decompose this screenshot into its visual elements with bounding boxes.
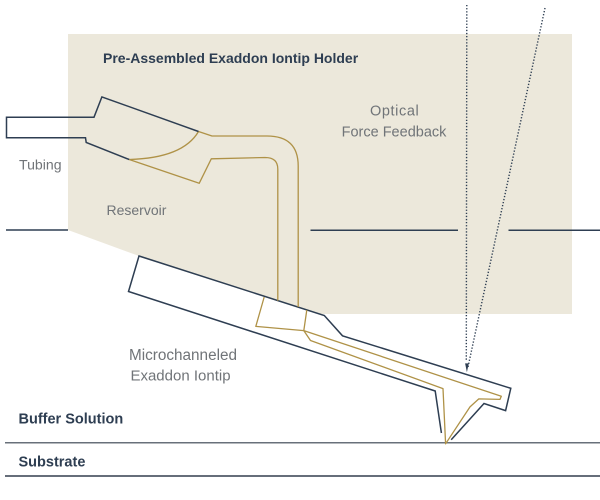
svg-text:Optical: Optical	[370, 104, 419, 120]
svg-text:Buffer Solution: Buffer Solution	[19, 412, 124, 428]
svg-text:Microchanneled: Microchanneled	[129, 347, 237, 364]
svg-text:Pre-Assembled Exaddon Iontip H: Pre-Assembled Exaddon Iontip Holder	[103, 50, 359, 66]
svg-text:Exaddon Iontip: Exaddon Iontip	[130, 368, 230, 385]
svg-text:Force Feedback: Force Feedback	[342, 125, 448, 141]
svg-text:Substrate: Substrate	[19, 455, 86, 471]
svg-text:Reservoir: Reservoir	[107, 202, 167, 218]
svg-text:Tubing: Tubing	[19, 157, 62, 173]
